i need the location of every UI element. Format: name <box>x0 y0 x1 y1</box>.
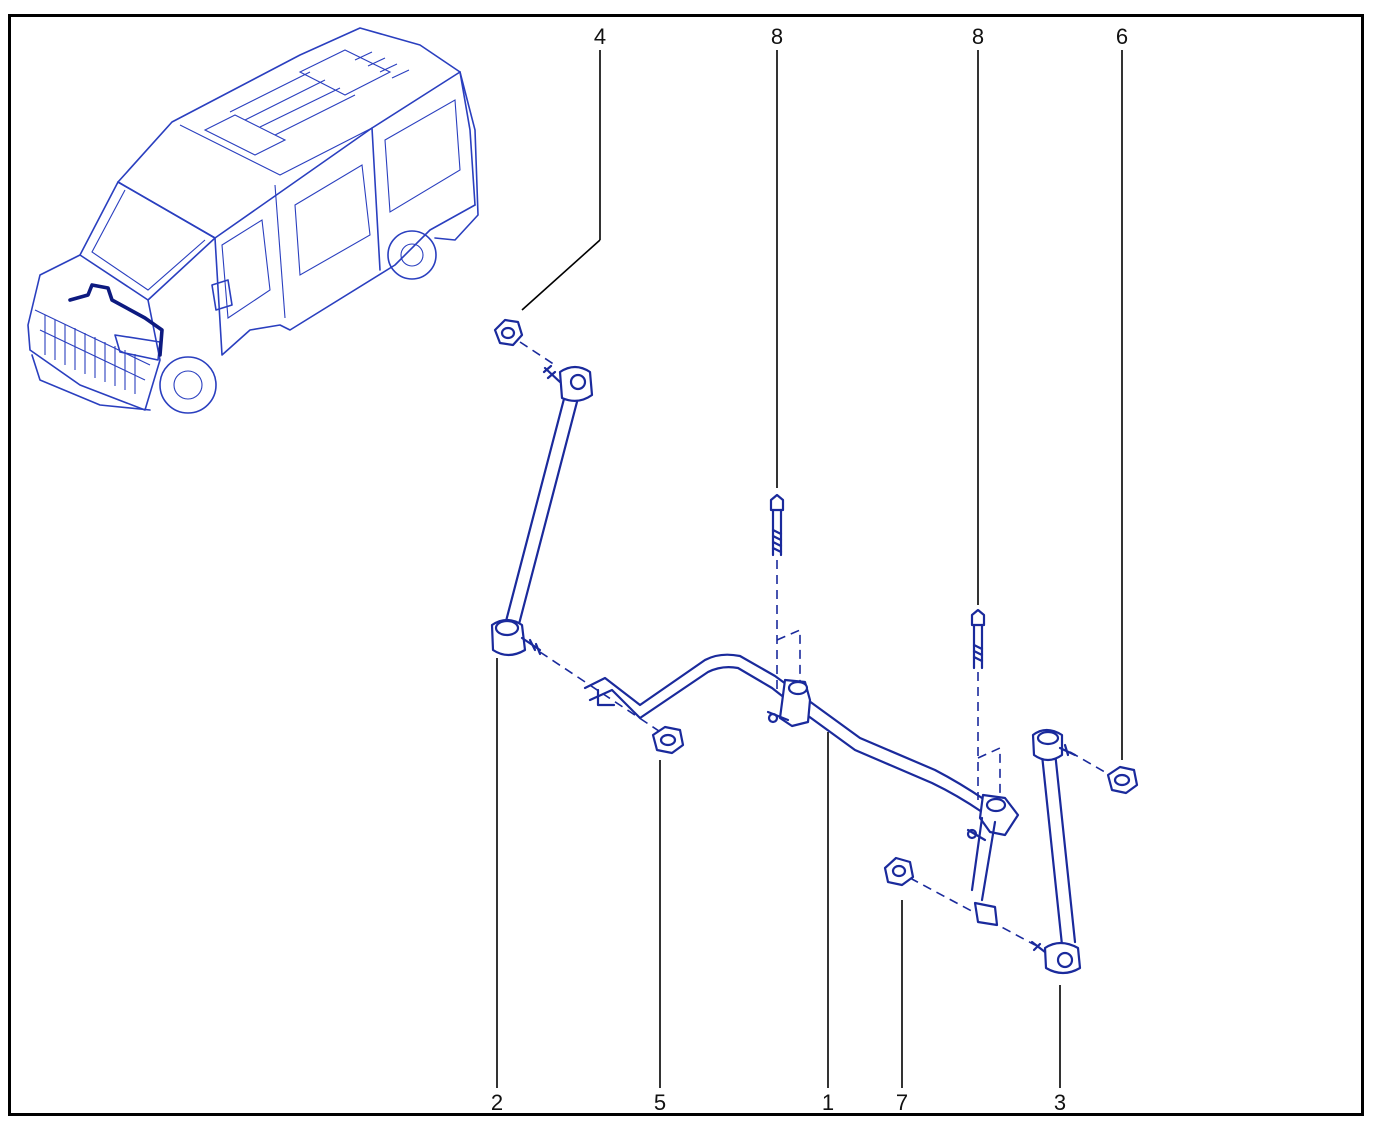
callout-8-left: 8 <box>771 24 783 49</box>
callout-2: 2 <box>491 1090 503 1115</box>
callout-labels: 4 8 8 6 2 5 1 7 3 <box>491 24 1128 1115</box>
bolt-8-right <box>970 608 986 670</box>
callout-7: 7 <box>896 1090 908 1115</box>
callout-1: 1 <box>822 1090 834 1115</box>
diagram-frame <box>8 14 1364 1116</box>
bolt-8-left <box>769 493 785 557</box>
callout-4: 4 <box>594 24 606 49</box>
callout-5: 5 <box>654 1090 666 1115</box>
nut-5 <box>651 725 685 755</box>
callout-3: 3 <box>1054 1090 1066 1115</box>
nut-7 <box>883 856 915 887</box>
assembly-lines <box>519 341 1111 946</box>
callout-8-right: 8 <box>972 24 984 49</box>
right-drop-link <box>1030 728 1082 975</box>
leader-lines <box>496 50 1123 1088</box>
anti-roll-bar <box>583 653 1020 927</box>
left-drop-link <box>490 364 594 657</box>
callout-6: 6 <box>1116 24 1128 49</box>
nut-4 <box>493 318 524 347</box>
nut-6 <box>1106 765 1139 795</box>
van-locator-illustration <box>27 27 479 414</box>
highlighted-anti-roll-bar <box>68 283 164 357</box>
